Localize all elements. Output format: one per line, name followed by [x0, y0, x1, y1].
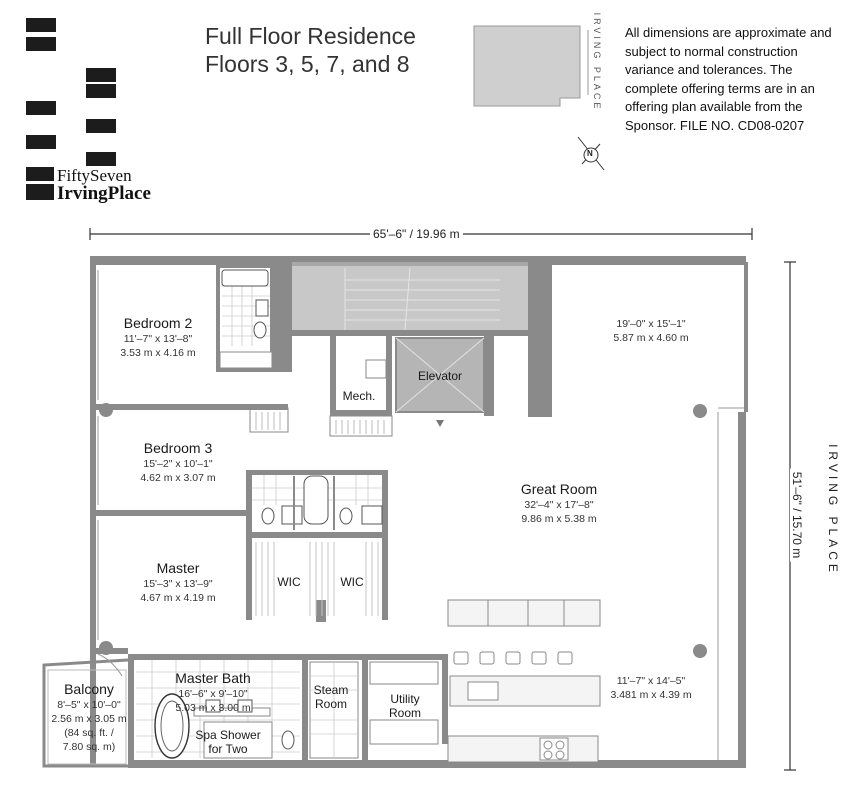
room-dim-imperial: 15'–3" x 13'–9" — [143, 578, 213, 590]
kitchen-cabinets — [447, 599, 601, 763]
room-kitchen: 11'–7" x 14'–5" 3.481 m x 4.39 m — [610, 674, 691, 702]
balcony-outline — [42, 653, 129, 768]
room-dim-imperial: 15'–2" x 10'–1" — [143, 458, 213, 470]
room-dim-imperial: 19'–0" x 15'–1" — [616, 318, 686, 330]
logo-line-1: FiftySeven — [57, 166, 132, 185]
overall-width-label: 65'–6" / 19.96 m — [370, 227, 463, 241]
disclaimer-text: All dimensions are approximate and subje… — [625, 25, 832, 133]
compass-north-label: N — [587, 149, 593, 158]
room-dim-metric: 5.03 m x 3.00 m — [175, 702, 251, 714]
elevator-shaft — [395, 337, 485, 427]
room-name: Bedroom 2 — [123, 315, 193, 331]
room-elevator: Elevator — [417, 369, 463, 383]
stair-core — [272, 262, 530, 334]
room-name: Bedroom 3 — [143, 440, 213, 456]
room-dim-metric: 3.481 m x 4.39 m — [610, 689, 692, 701]
overall-depth-label: 51'–6" / 15.70 m — [790, 468, 804, 562]
room-dim-imperial: 32'–4" x 17'–8" — [524, 499, 594, 511]
room-utility: Utility Room — [388, 692, 422, 720]
room-mech: Mech. — [342, 389, 376, 403]
room-wic-2: WIC — [340, 575, 364, 589]
room-dim-imperial: 8'–5" x 10'–0" — [57, 699, 121, 711]
room-dim-metric: 4.67 m x 4.19 m — [140, 592, 216, 604]
title-line-2: Floors 3, 5, 7, and 8 — [205, 51, 410, 77]
room-name: Balcony — [64, 681, 114, 697]
room-dim-imperial: 16'–6" x 9'–10" — [178, 688, 248, 700]
room-steam: Steam Room — [313, 683, 349, 711]
room-master-bath: Master Bath 16'–6" x 9'–10" 5.03 m x 3.0… — [175, 670, 250, 715]
room-name: Great Room — [520, 481, 598, 497]
room-dim-metric: 2.56 m x 3.05 m — [51, 713, 127, 725]
room-dim-metric: 9.86 m x 5.38 m — [521, 513, 597, 525]
wic-shelving — [255, 542, 379, 616]
room-corner: 19'–0" x 15'–1" 5.87 m x 4.60 m — [613, 317, 688, 345]
interior-walls — [90, 404, 448, 766]
utility-fixtures — [369, 661, 439, 745]
window-lines — [97, 270, 744, 760]
room-dim-metric: 5.87 m x 4.60 m — [613, 332, 689, 344]
room-name: Master — [156, 560, 200, 576]
room-area-imperial: (84 sq. ft. / — [64, 727, 114, 739]
bedroom2-bath — [216, 264, 274, 372]
shared-bath — [252, 475, 383, 530]
room-bedroom-3: Bedroom 3 15'–2" x 10'–1" 4.62 m x 3.07 … — [140, 440, 215, 485]
plan-title: Full Floor Residence Floors 3, 5, 7, and… — [205, 22, 416, 78]
steam-room-detail — [309, 661, 359, 759]
room-dim-imperial: 11'–7" x 14'–5" — [616, 675, 686, 687]
room-bedroom-2: Bedroom 2 11'–7" x 13'–8" 3.53 m x 4.16 … — [120, 315, 195, 360]
room-great-room: Great Room 32'–4" x 17'–8" 9.86 m x 5.38… — [521, 481, 597, 526]
title-line-1: Full Floor Residence — [205, 23, 416, 49]
street-label: IRVING PLACE — [826, 444, 840, 576]
room-spa-shower: Spa Shower for Two — [195, 728, 261, 756]
room-balcony: Balcony 8'–5" x 10'–0" 2.56 m x 3.05 m (… — [51, 681, 126, 754]
room-wic-1: WIC — [277, 575, 301, 589]
structural-columns — [99, 403, 707, 658]
room-dim-metric: 4.62 m x 3.07 m — [140, 472, 216, 484]
logo-line-2: IrvingPlace — [57, 183, 151, 204]
room-master: Master 15'–3" x 13'–9" 4.67 m x 4.19 m — [140, 560, 215, 605]
master-bath-fixtures — [136, 660, 300, 759]
room-area-metric: 7.80 sq. m) — [62, 741, 116, 753]
core-walls — [272, 262, 552, 417]
room-dim-metric: 3.53 m x 4.16 m — [120, 347, 196, 359]
bedroom3-closet — [249, 407, 289, 433]
room-name: Master Bath — [175, 670, 251, 686]
room-dim-imperial: 11'–7" x 13'–8" — [123, 333, 193, 345]
